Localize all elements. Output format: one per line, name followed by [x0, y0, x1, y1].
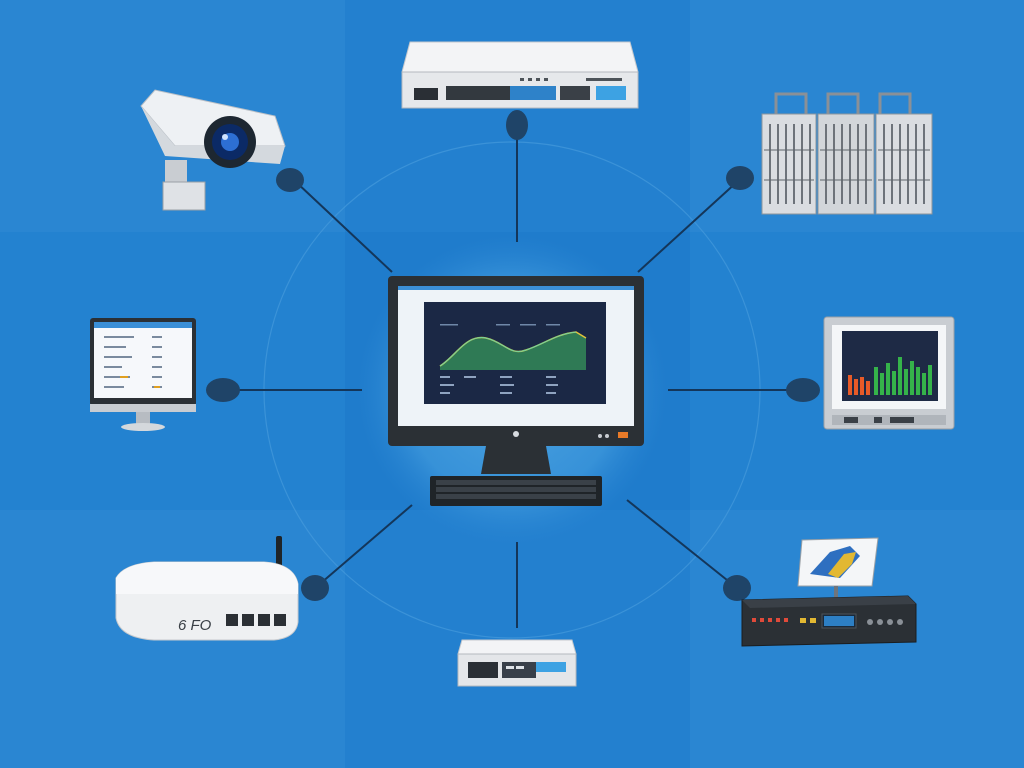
hub-screen-chart: [439, 324, 587, 394]
connector-dot: [726, 166, 754, 190]
analytics-display-icon: [823, 316, 956, 433]
control-unit-icon: [740, 534, 920, 654]
wifi-router-icon: 6 FO: [114, 534, 302, 646]
connector-dot: [723, 575, 751, 601]
router-brand-label: 6 FO: [178, 617, 212, 634]
server-rack-icon: [760, 92, 935, 218]
network-box-icon: [456, 638, 578, 690]
monitor-icon: [90, 318, 198, 432]
connector-dot: [301, 575, 329, 601]
connector-dot: [786, 378, 820, 402]
network-switch-icon: [400, 38, 640, 112]
security-camera-icon: [135, 86, 295, 216]
connector-dot: [506, 110, 528, 140]
connector-dot: [276, 168, 304, 192]
connector-dot: [206, 378, 240, 402]
